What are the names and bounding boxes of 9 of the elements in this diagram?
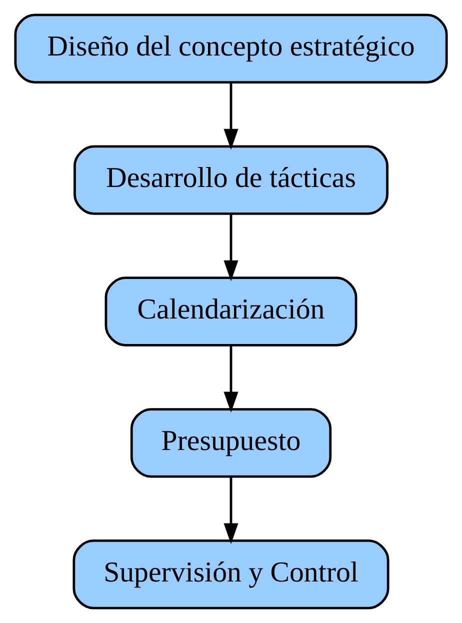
node-box: Calendarización bbox=[104, 276, 358, 346]
arrow bbox=[224, 82, 238, 150]
node-box: Desarrollo de tácticas bbox=[74, 145, 388, 215]
node-box: Presupuesto bbox=[130, 408, 332, 478]
arrow bbox=[224, 476, 238, 544]
arrow bbox=[224, 214, 238, 282]
arrow bbox=[224, 345, 238, 413]
node-box: Diseño del concepto estratégico bbox=[14, 14, 448, 84]
node-box: Supervisión y Control bbox=[72, 540, 390, 610]
